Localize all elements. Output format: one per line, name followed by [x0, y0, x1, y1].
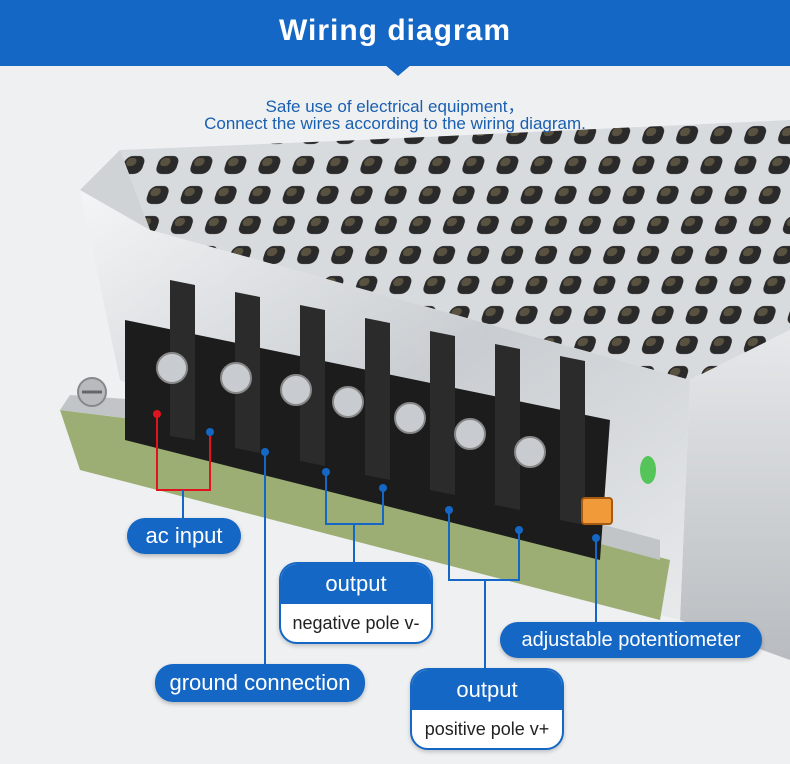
output-negative-title: output [281, 564, 431, 604]
header-notch [384, 64, 412, 76]
output-negative-subtitle: negative pole v- [292, 613, 420, 633]
led [640, 456, 656, 484]
wire-lines [156, 414, 597, 670]
potentiometer [581, 497, 613, 525]
output-positive-subtitle: positive pole v+ [424, 719, 550, 739]
terminal-screws [156, 352, 546, 468]
power-supply-illustration [0, 66, 790, 764]
side-panel [680, 330, 790, 660]
header-bar: Wiring diagram [0, 0, 790, 66]
perforated-lid [120, 120, 790, 380]
terminal-markers [153, 410, 600, 542]
page-title: Wiring diagram [278, 14, 512, 47]
pcb [60, 410, 670, 620]
output-negative-card: output negative pole v- [279, 562, 433, 644]
adjustable-potentiometer-label: adjustable potentiometer [500, 622, 762, 658]
caption-line-1: Safe use of electrical equipment， [265, 97, 525, 116]
ground-connection-label: ground connection [155, 664, 365, 702]
output-positive-card: output positive pole v+ [410, 668, 564, 750]
caption-line-2: Connect the wires according to the wirin… [204, 114, 586, 133]
output-positive-title: output [412, 670, 562, 710]
ac-input-label: ac input [127, 518, 241, 554]
